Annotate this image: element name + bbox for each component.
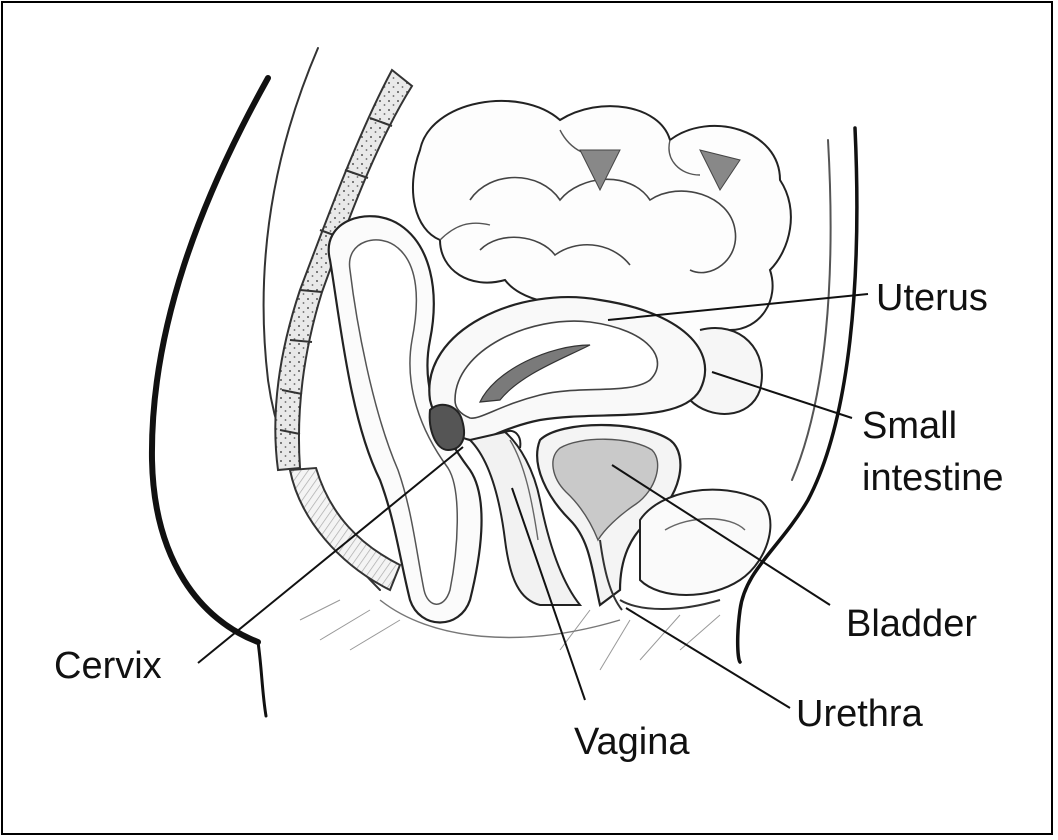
label-urethra: Urethra [796, 694, 923, 734]
buttock-contour [258, 642, 266, 716]
label-small-intestine-line2: intestine [862, 458, 1004, 498]
leader-urethra [626, 608, 790, 708]
perineum-shading [300, 600, 720, 670]
abdominal-wall-line [792, 140, 831, 480]
label-vagina: Vagina [574, 722, 690, 762]
label-bladder: Bladder [846, 604, 977, 644]
label-small-intestine-line1: Small [862, 406, 957, 446]
label-cervix: Cervix [54, 646, 162, 686]
uterus [429, 297, 705, 441]
label-uterus: Uterus [876, 278, 988, 318]
back-contour [152, 78, 268, 642]
